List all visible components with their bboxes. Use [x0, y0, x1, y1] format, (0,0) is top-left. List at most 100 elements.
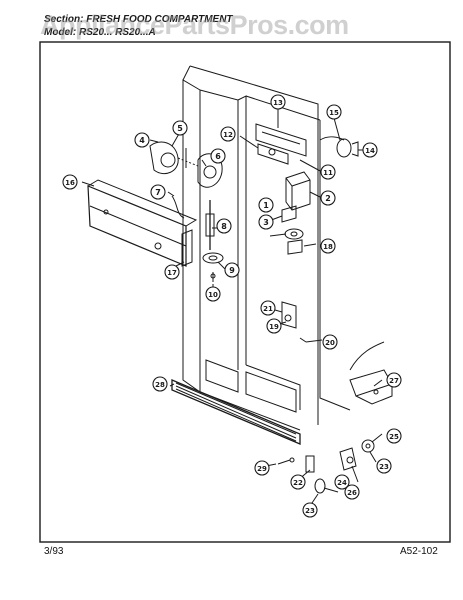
callout-circle	[62, 174, 78, 190]
callout-number: 27	[389, 377, 399, 385]
callout-number: 16	[65, 179, 75, 187]
leveling-leg	[305, 455, 315, 473]
callout-layer: 1234567891011121314151617181920212223232…	[62, 94, 402, 518]
callout-number: 24	[337, 479, 347, 487]
fan-knob	[284, 228, 304, 240]
callout-circle	[205, 286, 221, 302]
callout-15: 15	[326, 104, 342, 120]
callout-number: 3	[263, 218, 269, 227]
callout-circle	[334, 474, 350, 490]
callout-circle	[290, 474, 306, 490]
callout-number: 4	[139, 136, 145, 145]
callout-number: 12	[223, 131, 233, 139]
callout-circle	[260, 300, 276, 316]
callout-17: 17	[164, 264, 180, 280]
callout-26: 26	[344, 484, 360, 500]
callout-number: 5	[177, 124, 183, 133]
footer-code: A52-102	[400, 546, 438, 557]
callout-28: 28	[152, 376, 168, 392]
callout-number: 2	[325, 194, 331, 203]
callout-circle	[254, 460, 270, 476]
callout-circle	[210, 148, 226, 164]
callout-circle	[270, 94, 286, 110]
callout-circle	[258, 214, 274, 230]
callout-13: 13	[270, 94, 286, 110]
callout-number: 23	[305, 507, 315, 515]
control-housing	[87, 185, 187, 267]
liner-floor-right	[245, 364, 301, 410]
bottom-hinge	[349, 369, 393, 397]
callout-number: 29	[257, 465, 267, 473]
callout-circle	[326, 104, 342, 120]
callout-8: 8	[216, 218, 232, 234]
callout-29: 29	[254, 460, 270, 476]
callout-circle	[172, 120, 188, 136]
callout-number: 14	[365, 147, 375, 155]
callout-number: 10	[208, 291, 218, 299]
callout-27: 27	[386, 372, 402, 388]
callout-number: 18	[323, 243, 333, 251]
callout-12: 12	[220, 126, 236, 142]
callout-number: 21	[263, 305, 273, 313]
callout-number: 8	[221, 222, 227, 231]
diagram-frame	[39, 41, 451, 543]
callout-3: 3	[258, 214, 274, 230]
footer-date: 3/93	[44, 546, 64, 557]
callout-circle	[220, 126, 236, 142]
thermostat-body	[197, 153, 223, 188]
callout-circle	[302, 502, 318, 518]
callout-circle	[224, 262, 240, 278]
callout-circle	[344, 484, 360, 500]
model-line: Model: RS20... RS20...A	[44, 27, 156, 38]
callout-7: 7	[150, 184, 166, 200]
callout-20: 20	[322, 334, 338, 350]
callout-9: 9	[224, 262, 240, 278]
callout-circle	[362, 142, 378, 158]
cam-wheel	[314, 478, 326, 494]
callout-circle	[320, 164, 336, 180]
callout-14: 14	[362, 142, 378, 158]
callout-5: 5	[172, 120, 188, 136]
crisper-pocket-right	[245, 371, 297, 413]
callout-10: 10	[205, 286, 221, 302]
callout-number: 28	[155, 381, 165, 389]
callout-number: 17	[167, 269, 177, 277]
callout-number: 20	[325, 339, 335, 347]
callout-circle	[134, 132, 150, 148]
callout-circle	[164, 264, 180, 280]
control-bracket	[181, 229, 193, 267]
callout-number: 11	[323, 169, 333, 177]
section-title: Section: FRESH FOOD COMPARTMENT	[44, 14, 233, 25]
callout-4: 4	[134, 132, 150, 148]
damper-housing	[149, 141, 179, 174]
callout-number: 19	[269, 323, 279, 331]
roller-bracket	[339, 447, 357, 471]
liner-mullion-front	[237, 95, 247, 365]
callout-circle	[266, 318, 282, 334]
light-bulb	[336, 138, 352, 158]
callout-23: 23	[302, 502, 318, 518]
toe-grille	[171, 379, 301, 445]
liner-top-back	[189, 65, 319, 425]
door-stop	[281, 301, 297, 329]
callout-21: 21	[260, 300, 276, 316]
hinge-pin	[287, 239, 303, 255]
callout-number: 6	[215, 152, 221, 161]
roller-wheel	[361, 439, 375, 453]
callout-circle	[320, 190, 336, 206]
callout-18: 18	[320, 238, 336, 254]
capillary-tube	[171, 195, 185, 219]
callout-circle	[216, 218, 232, 234]
switch-bracket	[281, 205, 297, 223]
light-socket	[257, 143, 289, 165]
callout-19: 19	[266, 318, 282, 334]
callout-number: 13	[273, 99, 283, 107]
watermark-text: AppliancePartsPros.com	[40, 10, 349, 40]
callout-1: 1	[258, 197, 274, 213]
callout-24: 24	[334, 474, 350, 490]
callout-circle	[258, 197, 274, 213]
callout-11: 11	[320, 164, 336, 180]
crisper-pocket-left	[205, 359, 239, 393]
callout-23: 23	[376, 458, 392, 474]
